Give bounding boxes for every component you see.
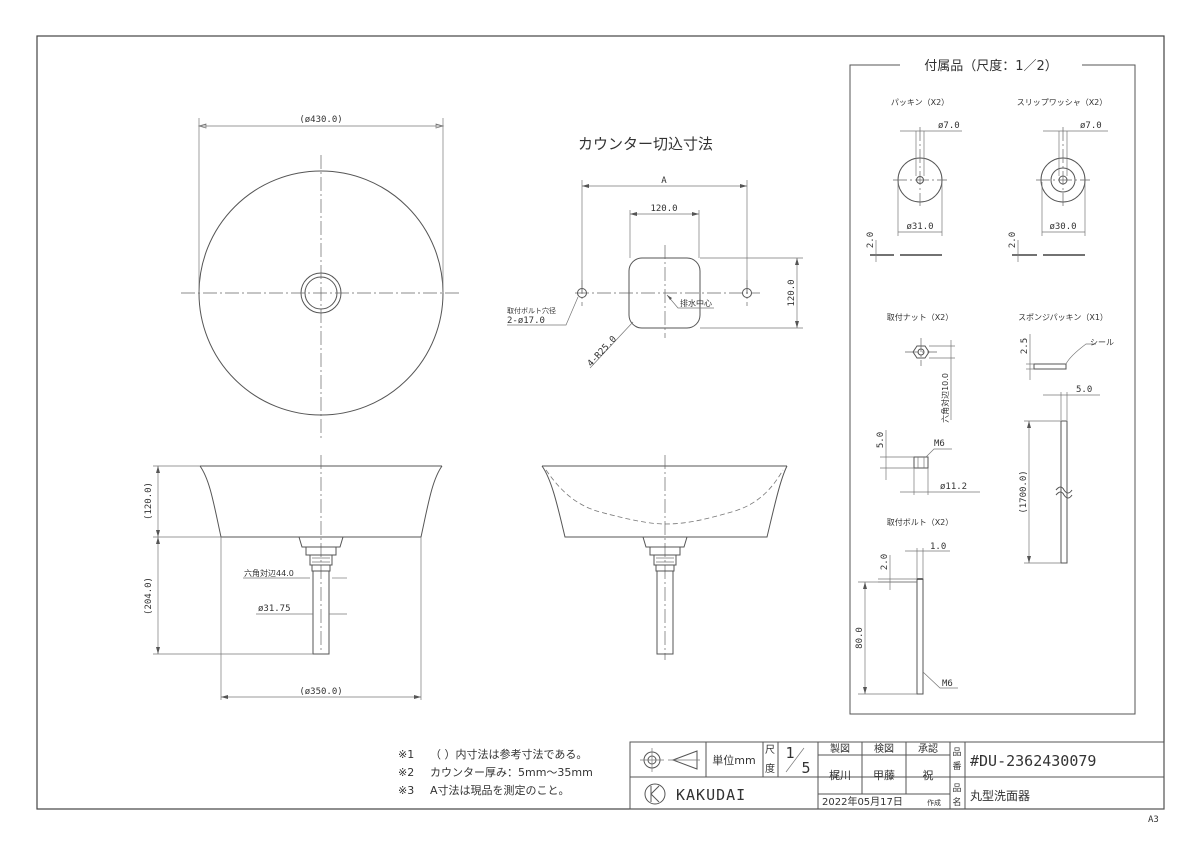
top-view: (ø430.0) bbox=[181, 115, 461, 438]
dim-cut-width: 120.0 bbox=[650, 204, 677, 214]
title-block: 単位mm 尺 度 1 5 製図 検図 承認 梶川 甲藤 祝 2022年05月17… bbox=[629, 741, 1165, 810]
name-label-1: 品 bbox=[952, 783, 961, 794]
product-name: 丸型洗面器 bbox=[970, 789, 1030, 803]
bolt-label: 取付ボルト（X2） bbox=[887, 517, 954, 527]
sponge-label: スポンジパッキン（X1） bbox=[1018, 313, 1108, 322]
scale-label-2: 度 bbox=[765, 762, 775, 775]
part-no-label-2: 番 bbox=[952, 760, 961, 772]
bolt-hole-value: 2-ø17.0 bbox=[507, 316, 545, 326]
notes: ※1 （ ）内寸法は参考寸法である。 ※2 カウンター厚み：5mm～35mm ※… bbox=[398, 747, 593, 797]
note-2-text: カウンター厚み：5mm～35mm bbox=[430, 766, 593, 779]
dim-a: A bbox=[661, 176, 667, 186]
packing-inner: ø7.0 bbox=[938, 121, 960, 131]
scale-num: 1 bbox=[785, 744, 794, 762]
dim-pipe-diameter: ø31.75 bbox=[258, 604, 291, 614]
note-3-text: A寸法は現品を測定のこと。 bbox=[430, 783, 570, 797]
packing-thickness: 2.0 bbox=[866, 232, 876, 248]
dim-base-diameter: (ø350.0) bbox=[299, 687, 342, 697]
approved-header: 承認 bbox=[918, 742, 938, 755]
bolt-tip: 2.0 bbox=[880, 554, 890, 570]
kakudai-logo: KAKUDAI bbox=[644, 783, 746, 805]
bolt-length: 80.0 bbox=[855, 627, 865, 649]
counter-cut-title: カウンター切込寸法 bbox=[578, 135, 713, 153]
front-view: (120.0) (204.0) 六角対辺44.0 ø31.75 (ø350.0) bbox=[144, 455, 443, 700]
sponge-seal: シール bbox=[1090, 338, 1114, 347]
made-by: 梶川 bbox=[829, 768, 851, 782]
dim-cut-height: 120.0 bbox=[787, 279, 797, 306]
unit-label: 単位mm bbox=[712, 753, 755, 767]
washer-outer: ø30.0 bbox=[1049, 222, 1076, 232]
sheet-size: A3 bbox=[1148, 815, 1159, 825]
nut-hex: 六角対辺10.0 bbox=[940, 373, 950, 423]
part-no-label-1: 品 bbox=[952, 747, 961, 758]
washer-label: スリップワッシャ（X2） bbox=[1017, 98, 1108, 107]
nut-label: 取付ナット（X2） bbox=[887, 312, 954, 322]
nut-dia: ø11.2 bbox=[940, 482, 967, 492]
dim-bowl-height: (120.0) bbox=[144, 482, 154, 520]
sponge-width: 5.0 bbox=[1076, 385, 1092, 395]
washer-thickness: 2.0 bbox=[1008, 232, 1018, 248]
dim-hex-nut: 六角対辺44.0 bbox=[244, 568, 294, 578]
accessories-panel: 付属品（尺度：1／2） パッキン（X2） ø7.0 ø31.0 2.0 スリップ… bbox=[849, 58, 1136, 715]
washer-inner: ø7.0 bbox=[1080, 121, 1102, 131]
note-3-mark: ※3 bbox=[398, 784, 414, 797]
drawing-date: 2022年05月17日 bbox=[822, 795, 903, 808]
packing-outer: ø31.0 bbox=[906, 222, 933, 232]
sponge-length: (1700.0) bbox=[1019, 470, 1029, 513]
part-number: #DU-2362430079 bbox=[970, 752, 1096, 770]
dim-outer-diameter: (ø430.0) bbox=[299, 115, 342, 125]
date-suffix: 作成 bbox=[927, 798, 941, 807]
sponge-thickness: 2.5 bbox=[1020, 338, 1030, 354]
scale-label-1: 尺 bbox=[765, 744, 775, 756]
checked-by: 甲藤 bbox=[873, 769, 895, 782]
note-2-mark: ※2 bbox=[398, 766, 414, 779]
nut-height: 5.0 bbox=[876, 432, 886, 448]
drain-center-label: 排水中心 bbox=[680, 298, 712, 308]
dim-drain-height: (204.0) bbox=[144, 577, 154, 615]
nut-thread: M6 bbox=[934, 439, 945, 449]
projection-symbol-icon bbox=[640, 748, 700, 772]
note-1-text: （ ）内寸法は参考寸法である。 bbox=[430, 747, 587, 761]
bolt-dia: 1.0 bbox=[930, 542, 946, 552]
counter-cut-view: カウンター切込寸法 A 120.0 120.0 取付ボルト穴径 2-ø17.0 bbox=[507, 135, 803, 369]
scale-den: 5 bbox=[801, 759, 810, 777]
dim-radius: 4-R25.0 bbox=[586, 334, 619, 369]
accessories-title: 付属品（尺度：1／2） bbox=[924, 58, 1058, 74]
packing-label: パッキン（X2） bbox=[891, 98, 949, 107]
checked-header: 検図 bbox=[874, 742, 894, 755]
brand-name: KAKUDAI bbox=[676, 786, 746, 804]
approved-by: 祝 bbox=[923, 768, 934, 782]
sheet-border bbox=[36, 35, 1165, 810]
name-label-2: 名 bbox=[952, 796, 961, 808]
side-view bbox=[541, 455, 788, 660]
bolt-thread: M6 bbox=[942, 679, 953, 689]
note-1-mark: ※1 bbox=[398, 748, 414, 761]
made-header: 製図 bbox=[830, 742, 850, 755]
bolt-hole-label: 取付ボルト穴径 bbox=[507, 306, 556, 315]
